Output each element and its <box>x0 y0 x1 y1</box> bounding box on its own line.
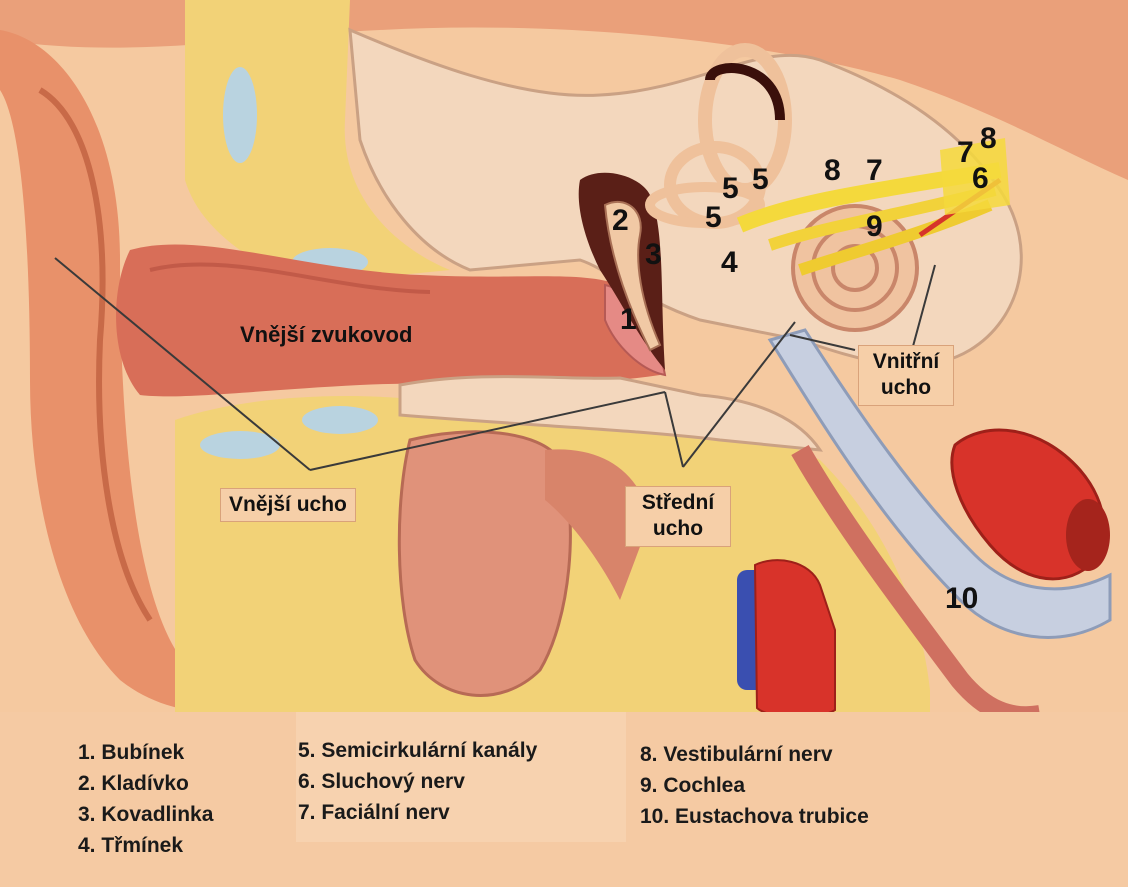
legend-item: 10. Eustachova trubice <box>640 801 869 832</box>
legend-item: 6. Sluchový nerv <box>298 766 537 797</box>
label-inner-ear: Vnitřní ucho <box>858 345 954 406</box>
number-label-eardrum: 1 <box>620 305 637 335</box>
legend-item: 8. Vestibulární nerv <box>640 739 869 770</box>
legend-column-2: 5. Semicirkulární kanály 6. Sluchový ner… <box>298 735 537 828</box>
legend-column-3: 8. Vestibulární nerv 9. Cochlea 10. Eust… <box>640 739 869 832</box>
parotid-gland <box>399 432 570 696</box>
legend-column-1: 1. Bubínek 2. Kladívko 3. Kovadlinka 4. … <box>78 737 213 861</box>
label-middle-ear-line2: ucho <box>634 516 722 542</box>
lower-cartilage-2 <box>302 406 378 434</box>
number-label-canals-1: 5 <box>752 165 769 195</box>
legend-item: 9. Cochlea <box>640 770 869 801</box>
legend-item: 1. Bubínek <box>78 737 213 768</box>
label-middle-ear: Střední ucho <box>625 486 731 547</box>
artery-lumen <box>1066 499 1110 571</box>
number-label-cochlea: 9 <box>866 212 883 242</box>
upper-cartilage <box>223 67 257 163</box>
number-label-facial-nerve-1: 7 <box>866 156 883 186</box>
number-label-canals-3: 5 <box>705 203 722 233</box>
number-label-canals-2: 5 <box>722 174 739 204</box>
legend-item: 2. Kladívko <box>78 768 213 799</box>
number-label-vestibular-nerve-2: 8 <box>980 124 997 154</box>
label-middle-ear-line1: Střední <box>634 490 722 516</box>
number-label-facial-nerve-2: 7 <box>957 138 974 168</box>
label-inner-ear-line1: Vnitřní <box>867 349 945 375</box>
legend-item: 5. Semicirkulární kanály <box>298 735 537 766</box>
number-label-stapes: 4 <box>721 248 738 278</box>
legend-item: 3. Kovadlinka <box>78 799 213 830</box>
label-outer-ear: Vnější ucho <box>220 488 356 522</box>
number-label-auditory-nerve: 6 <box>972 164 989 194</box>
number-label-malleus: 2 <box>612 206 629 236</box>
label-ear-canal: Vnější zvukovod <box>232 318 420 352</box>
number-label-eustachian-tube: 10 <box>945 584 978 614</box>
number-label-incus: 3 <box>645 240 662 270</box>
label-inner-ear-line2: ucho <box>867 375 945 401</box>
legend-item: 4. Třmínek <box>78 830 213 861</box>
legend-item: 7. Faciální nerv <box>298 797 537 828</box>
number-label-vestibular-nerve-1: 8 <box>824 156 841 186</box>
